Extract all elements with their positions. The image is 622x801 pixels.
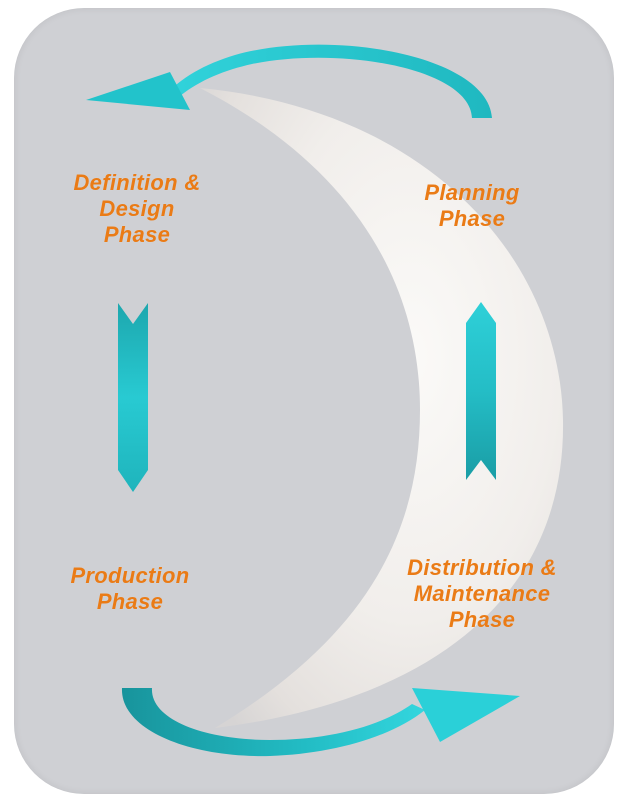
down-arrow-icon (118, 303, 148, 492)
top-cycle-arrow-icon (86, 44, 492, 118)
production-phase-label: Production Phase (70, 563, 190, 614)
crescent-moon-shape (200, 88, 564, 728)
distribution-maintenance-phase-label: Distribution & Maintenance Phase (407, 555, 557, 632)
definition-design-phase-label: Definition & Design Phase (73, 170, 201, 247)
bottom-cycle-arrow-icon (121, 688, 520, 757)
planning-phase-label: Planning Phase (424, 180, 520, 231)
up-arrow-icon (466, 302, 496, 480)
